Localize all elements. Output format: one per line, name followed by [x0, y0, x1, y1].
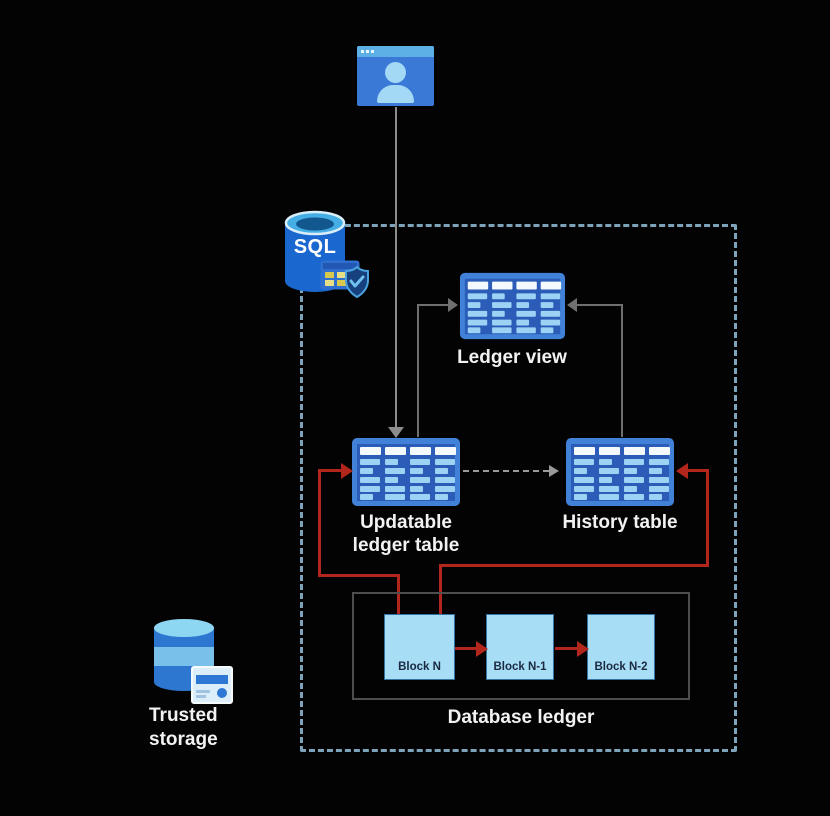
certificate-card-icon	[191, 666, 233, 704]
block-n-1: Block N-1	[486, 614, 554, 680]
block-n-1-label: Block N-1	[493, 661, 547, 673]
red-arrow-right-icon	[341, 463, 353, 479]
red-flow-line	[439, 564, 709, 567]
updatable-ledger-table-icon	[351, 437, 461, 507]
red-flow-line	[318, 469, 321, 577]
user-browser-window-icon	[357, 46, 434, 106]
titlebar-dot	[361, 50, 364, 53]
updatable-ledger-table-label: Updatable ledger table	[326, 511, 486, 557]
block-n-2: Block N-2	[587, 614, 655, 680]
block-link-line	[455, 647, 478, 650]
red-arrow-right-icon	[577, 641, 589, 657]
person-icon-body	[377, 85, 414, 103]
sql-database-icon: SQL	[282, 206, 377, 301]
block-n-label: Block N	[398, 661, 441, 673]
trusted-storage-label: Trusted storage	[149, 704, 269, 752]
red-flow-line	[688, 469, 709, 472]
updatable-label-line2: ledger table	[352, 535, 460, 556]
ledger-view-label: Ledger view	[457, 347, 567, 368]
updatable-to-history-dashed-line	[463, 470, 549, 472]
arrow-down-icon	[388, 427, 404, 438]
arrow-left-icon	[567, 298, 577, 312]
red-arrow-right-icon	[476, 641, 488, 657]
updatable-to-ledgerview-line	[417, 304, 419, 437]
trusted-storage-group: Trusted storage	[147, 610, 277, 770]
red-flow-line	[397, 574, 400, 616]
arrow-right-icon	[549, 465, 559, 477]
red-flow-line	[439, 564, 442, 616]
database-stack-icon	[154, 619, 214, 691]
ledger-view-table-icon	[459, 271, 566, 341]
person-icon-head	[385, 62, 406, 83]
block-n-2-label: Block N-2	[594, 661, 648, 673]
window-titlebar	[357, 46, 434, 57]
arrow-right-icon	[448, 298, 458, 312]
updatable-label-line1: Updatable	[360, 512, 452, 533]
trusted-storage-label-line2: storage	[149, 729, 218, 750]
shield-check-icon	[345, 266, 369, 298]
red-arrow-left-icon	[676, 463, 688, 479]
block-link-line	[555, 647, 579, 650]
red-flow-line	[318, 574, 400, 577]
red-flow-line	[318, 469, 344, 472]
history-table-icon	[565, 437, 675, 507]
sql-database-boundary	[300, 224, 737, 752]
history-table-label: History table	[562, 512, 678, 533]
titlebar-dot	[371, 50, 374, 53]
database-ledger-label: Database ledger	[447, 707, 595, 728]
block-n: Block N	[384, 614, 455, 680]
user-to-table-line	[395, 107, 397, 427]
history-to-ledgerview-line	[621, 304, 623, 437]
titlebar-dot	[366, 50, 369, 53]
sql-label: SQL	[293, 236, 337, 258]
red-flow-line	[706, 469, 709, 567]
updatable-to-ledgerview-line	[417, 304, 450, 306]
trusted-storage-label-line1: Trusted	[149, 705, 218, 726]
database-ledger-box	[352, 592, 690, 700]
history-to-ledgerview-line	[577, 304, 623, 306]
